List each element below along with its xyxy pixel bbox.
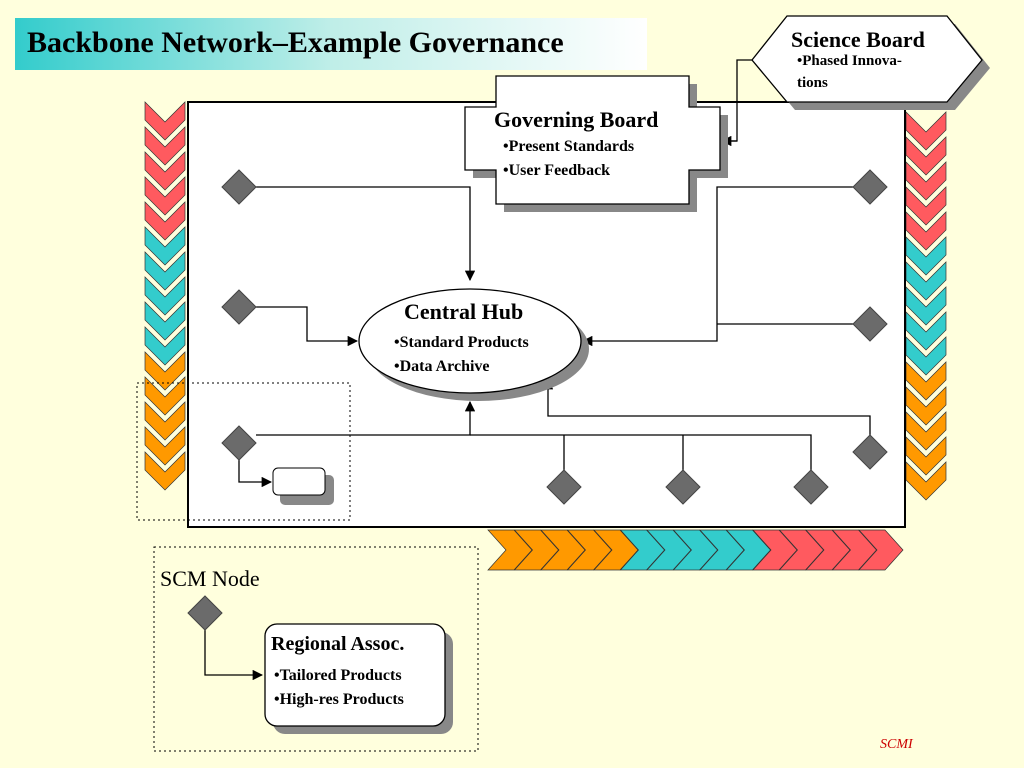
footer-mark: SCMI xyxy=(880,737,913,752)
scm-node-diamond xyxy=(187,595,223,631)
chevron-shape xyxy=(513,529,559,571)
regional-assoc-bullet-2: •High-res Products xyxy=(274,691,404,708)
right-chevron-strip xyxy=(905,111,947,501)
chevron-shape xyxy=(144,126,186,166)
chevron-shape xyxy=(144,251,186,291)
central-hub-bullet-2: •Data Archive xyxy=(394,358,490,375)
chevron-shape xyxy=(144,376,186,416)
node-diamond xyxy=(221,289,257,325)
science-board-heading: Science Board xyxy=(791,27,925,52)
chevron-shape xyxy=(619,529,665,571)
chevron-shape xyxy=(778,529,824,571)
science-board-bullet-1: •Phased Innova- xyxy=(797,53,902,69)
node-diamond xyxy=(852,434,888,470)
connector-lines xyxy=(204,59,871,681)
node-diamond xyxy=(852,306,888,342)
connector-scm-to-regional xyxy=(204,630,264,681)
chevron-shape xyxy=(540,529,586,571)
scm-region-outline xyxy=(136,382,351,521)
central-hub-ellipse xyxy=(358,288,582,394)
chevron-shape xyxy=(144,301,186,341)
connector-right-trunk-to-hub xyxy=(581,186,853,347)
governing-board-box xyxy=(464,75,721,205)
chevron-shape xyxy=(144,151,186,191)
node-diamond xyxy=(221,425,257,461)
central-hub-bullet-1: •Standard Products xyxy=(394,334,529,351)
left-chevron-strip xyxy=(144,101,186,491)
regional-assoc-bullet-1: •Tailored Products xyxy=(274,667,402,684)
chevron-shape xyxy=(858,529,904,571)
governing-board-heading: Governing Board xyxy=(494,107,659,132)
chevron-shape xyxy=(144,401,186,441)
chevron-shape xyxy=(144,451,186,491)
chevron-shape xyxy=(144,276,186,316)
small-node-box xyxy=(272,467,326,496)
node-diamond xyxy=(665,469,701,505)
scm-node-label: SCM Node xyxy=(160,566,260,591)
chevron-shape xyxy=(566,529,612,571)
slide-title: Backbone Network–Example Governance xyxy=(27,26,564,59)
bottom-chevron-strip xyxy=(487,529,904,571)
governing-board-bullet-1: •Present Standards xyxy=(503,138,635,155)
scm-node-outline xyxy=(153,546,479,752)
chevron-shape xyxy=(805,529,851,571)
title-banner: Backbone Network–Example Governance xyxy=(15,18,647,70)
chevron-shape xyxy=(144,326,186,366)
chevron-shape xyxy=(144,101,186,141)
chevron-shape xyxy=(593,529,639,571)
science-board-hexagon xyxy=(751,15,983,103)
chevron-shape xyxy=(699,529,745,571)
regional-assoc-box xyxy=(264,623,446,727)
chevron-shape xyxy=(752,529,798,571)
governing-board-bullet-2: •User Feedback xyxy=(503,162,611,179)
chevron-shape xyxy=(144,226,186,266)
connector-topleft-to-hub xyxy=(256,186,476,282)
chevron-shape xyxy=(144,351,186,391)
central-hub-heading: Central Hub xyxy=(404,299,524,324)
connector-bottom-feeder xyxy=(470,434,812,470)
chevron-shape xyxy=(831,529,877,571)
connector-bottomright-to-hub xyxy=(542,378,871,435)
node-diamond xyxy=(546,469,582,505)
connector-midleft-to-hub xyxy=(256,306,359,347)
connector-to-small-node xyxy=(238,460,273,488)
node-diamond xyxy=(221,169,257,205)
node-diamond xyxy=(852,169,888,205)
chevron-shape xyxy=(144,201,186,241)
chevron-shape xyxy=(487,529,533,571)
chevron-shape xyxy=(646,529,692,571)
node-diamond xyxy=(793,469,829,505)
node-diamonds xyxy=(187,169,888,631)
chevron-shape xyxy=(672,529,718,571)
chevron-shape xyxy=(144,176,186,216)
science-board-bullet-2: tions xyxy=(797,75,828,91)
chevron-shape xyxy=(144,426,186,466)
chevron-shape xyxy=(725,529,771,571)
regional-assoc-heading: Regional Assoc. xyxy=(271,633,405,655)
